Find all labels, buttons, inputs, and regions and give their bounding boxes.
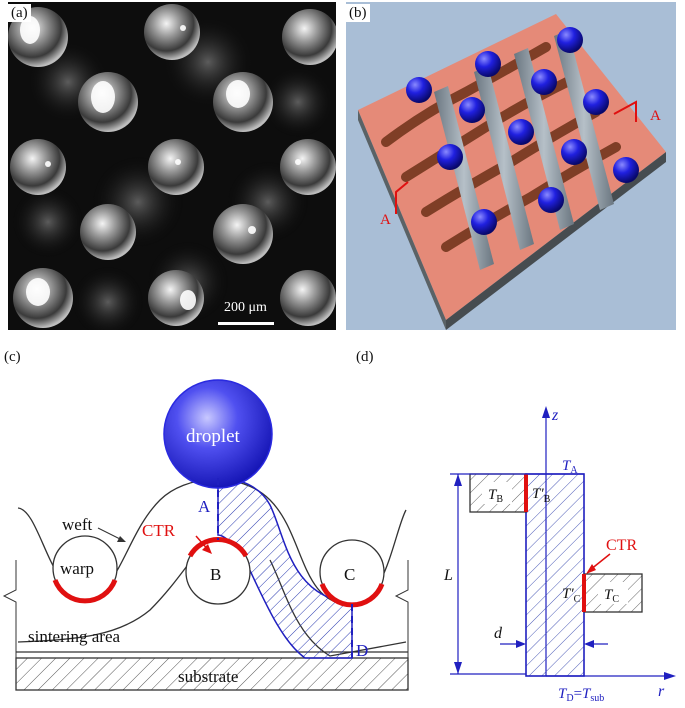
panel-b-label: (b): [346, 4, 370, 22]
axis-z-label: z: [551, 407, 559, 424]
scale-bar-label: 200 μm: [224, 300, 267, 315]
tc-prime-label: T′C: [562, 586, 581, 605]
point-a-label: A: [198, 497, 211, 516]
axis-r-label: r: [658, 683, 665, 700]
panel-c-label: (c): [4, 349, 21, 365]
panel-a-label: (a): [8, 4, 31, 22]
droplet-photo: [10, 139, 66, 195]
droplet-photo: [148, 139, 204, 195]
substrate-plate-side: [358, 110, 446, 330]
warp-rods: [434, 30, 614, 270]
cross-section-diagram: droplet weft warp CTR A B C D sintering …: [2, 379, 409, 691]
weft-label: weft: [62, 515, 92, 534]
ctr-label-d: CTR: [606, 537, 637, 554]
point-b-label: B: [210, 565, 221, 584]
droplet-photo: [144, 4, 200, 60]
tc-label: TC: [604, 587, 619, 605]
panel-d-label: (d): [356, 349, 374, 365]
droplet-photo: [280, 139, 336, 195]
ctr-label: CTR: [142, 521, 176, 540]
point-c-label: C: [344, 565, 355, 584]
point-d-label: D: [356, 641, 368, 660]
droplet-photo: [280, 270, 336, 326]
thermal-model-diagram: z r TA TB T′B TC T′C CTR L d TD=Tsub: [443, 406, 676, 704]
section-line-marks: [395, 100, 637, 214]
droplet-photo: [213, 204, 273, 264]
substrate-block: [15, 657, 409, 691]
substrate-label: substrate: [178, 667, 238, 686]
droplet-photo: [148, 270, 204, 326]
droplet-label: droplet: [186, 426, 241, 447]
tb-prime-label: T′B: [532, 486, 551, 505]
droplet-spheres: [406, 27, 639, 235]
diameter-label: d: [494, 625, 503, 642]
microscope-photo: 200 μm: [8, 2, 336, 330]
woven-mesh-render: A A: [358, 14, 666, 330]
scale-bar: [218, 322, 274, 325]
td-equation-label: TD=Tsub: [558, 686, 604, 704]
section-mark-a-left: A: [380, 212, 391, 228]
ta-label: TA: [562, 458, 578, 476]
droplet-sphere: [163, 379, 273, 489]
tb-label: TB: [488, 487, 503, 505]
droplet-array-photo: [8, 4, 336, 330]
droplet-photo: [282, 9, 336, 65]
warp-label: warp: [60, 559, 94, 578]
section-mark-a-right: A: [650, 108, 661, 124]
sintering-area-label: sintering area: [28, 627, 120, 646]
droplet-grid: [8, 4, 336, 328]
droplet-photo: [80, 204, 136, 260]
length-label: L: [443, 567, 453, 584]
rod-column: [525, 473, 585, 677]
mesh-3d-illustration: A A: [346, 2, 676, 330]
